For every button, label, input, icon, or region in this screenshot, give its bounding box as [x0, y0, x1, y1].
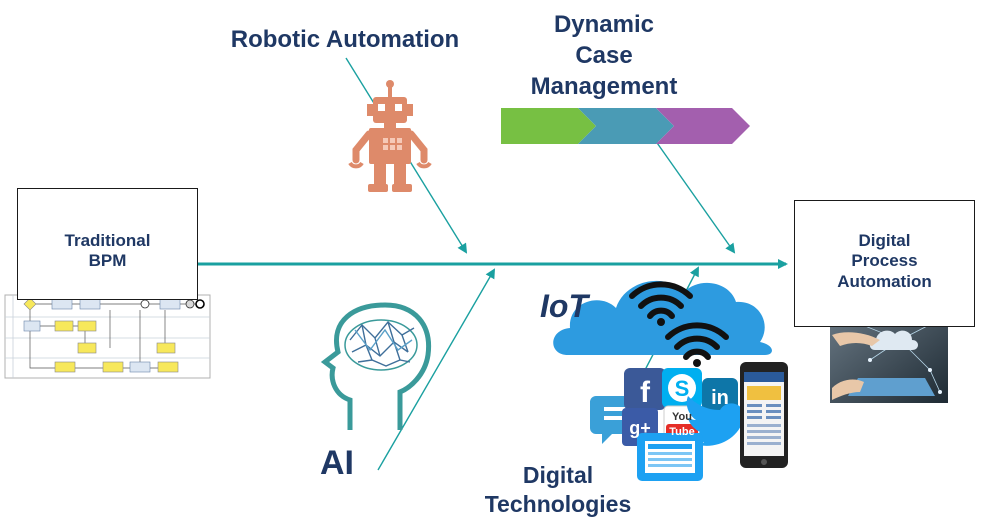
traditional-bpm-label: Traditional BPM [64, 231, 151, 271]
facebook-icon [624, 368, 666, 410]
chevron-purple [656, 108, 750, 144]
digital-process-automation-label: Digital Process Automation [837, 231, 932, 291]
youtube-you-text: You [672, 411, 692, 423]
ai-head-icon [320, 302, 432, 430]
digital-technologies-label: Digital Technologies [484, 462, 632, 517]
wifi-icon-2 [665, 322, 729, 360]
ai-label: AI [320, 444, 354, 482]
ai-arrow [377, 268, 496, 471]
chevron-green [501, 108, 596, 144]
traditional-bpm-box: Traditional BPM [17, 188, 198, 300]
brain-network-icon [344, 319, 418, 371]
twitter-bird-icon [686, 396, 752, 446]
iot-label: IoT [540, 288, 588, 324]
wifi-dot [657, 318, 665, 326]
facebook-letter: f [640, 376, 651, 409]
chevron-blue [578, 108, 674, 144]
dcm-arrow [654, 139, 736, 254]
wifi-dot-2 [693, 359, 701, 367]
dynamic-case-management-label: Dynamic Case Management [530, 11, 678, 100]
social-media-cluster [590, 362, 788, 481]
robotic-automation-label: Robotic Automation [230, 26, 460, 53]
digital-process-automation-box: Digital Process Automation [794, 200, 975, 327]
youtube-tube-text: Tube [669, 426, 694, 438]
bpm-process-thumbnail [4, 294, 211, 379]
wifi-icon [629, 281, 693, 319]
skype-letter: S [675, 376, 690, 401]
googleplus-letters: g+ [629, 418, 651, 438]
dcm-chevrons [501, 108, 750, 144]
cloud-icon [553, 280, 772, 355]
robot-icon [348, 80, 432, 192]
linkedin-letters: in [711, 387, 729, 409]
